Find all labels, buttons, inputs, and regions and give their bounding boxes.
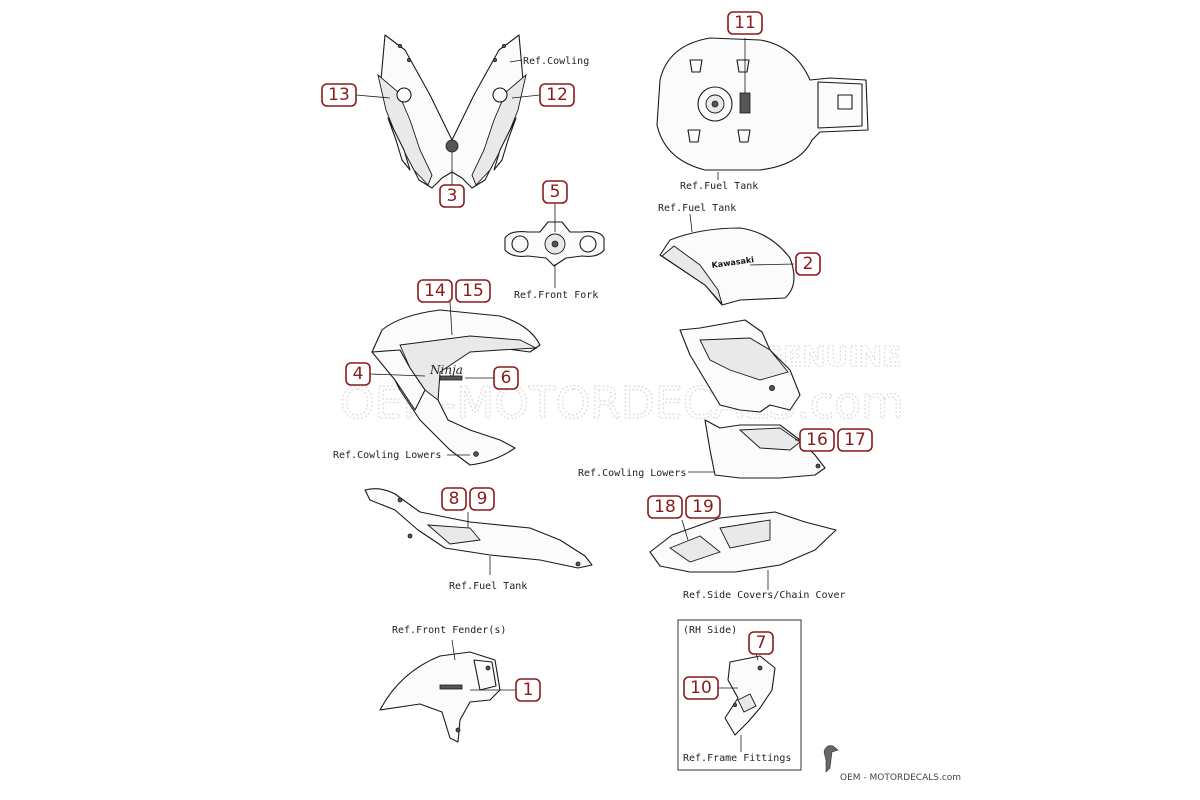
lower-tank-cover bbox=[364, 488, 593, 575]
ref-cowling-lowers-right: Ref.Cowling Lowers bbox=[578, 468, 686, 479]
callout-12[interactable]: 12 bbox=[539, 83, 575, 107]
callout-5[interactable]: 5 bbox=[542, 180, 568, 204]
ref-front-fork: Ref.Front Fork bbox=[514, 290, 598, 301]
callout-15[interactable]: 15 bbox=[455, 279, 491, 303]
callout-18[interactable]: 18 bbox=[647, 495, 683, 519]
ref-cowling-lowers-left: Ref.Cowling Lowers bbox=[333, 450, 441, 461]
svg-text:11: 11 bbox=[734, 13, 756, 33]
svg-text:7: 7 bbox=[756, 633, 767, 653]
svg-text:16: 16 bbox=[806, 430, 828, 450]
footer-brand-text: OEM - MOTORDECALS.com bbox=[840, 773, 961, 783]
svg-text:5: 5 bbox=[550, 182, 561, 202]
rh-side-box: (RH Side) Ref.Frame Fittings bbox=[677, 619, 802, 771]
callout-19[interactable]: 19 bbox=[685, 495, 721, 519]
svg-text:15: 15 bbox=[462, 281, 484, 301]
callout-10[interactable]: 10 bbox=[683, 676, 719, 700]
callout-8[interactable]: 8 bbox=[441, 487, 467, 511]
svg-text:17: 17 bbox=[844, 430, 866, 450]
ref-fuel-tank-side: Ref.Fuel Tank bbox=[658, 203, 736, 214]
callout-9[interactable]: 9 bbox=[469, 487, 495, 511]
svg-text:18: 18 bbox=[654, 497, 676, 517]
callout-16[interactable]: 16 bbox=[799, 428, 835, 452]
callout-17[interactable]: 17 bbox=[837, 428, 873, 452]
upper-cowling bbox=[355, 34, 541, 189]
ref-side-covers: Ref.Side Covers/Chain Cover bbox=[683, 590, 846, 601]
fuel-tank-top bbox=[656, 37, 869, 180]
svg-text:4: 4 bbox=[353, 364, 364, 384]
front-fender bbox=[379, 639, 516, 743]
svg-text:3: 3 bbox=[447, 186, 458, 206]
svg-text:1: 1 bbox=[523, 680, 534, 700]
svg-text:10: 10 bbox=[690, 678, 712, 698]
svg-text:13: 13 bbox=[328, 85, 350, 105]
right-side-fairing bbox=[679, 319, 826, 479]
callout-6[interactable]: 6 bbox=[493, 366, 519, 390]
fuel-tank-side: Kawasaki bbox=[659, 213, 795, 306]
ref-fuel-tank-lower: Ref.Fuel Tank bbox=[449, 581, 527, 592]
side-covers bbox=[649, 511, 837, 590]
ninja-script: Ninja bbox=[429, 363, 463, 377]
footer-brand: OEM - MOTORDECALS.com bbox=[823, 745, 961, 783]
callout-2[interactable]: 2 bbox=[795, 252, 821, 276]
callout-4[interactable]: 4 bbox=[345, 362, 371, 386]
svg-text:2: 2 bbox=[803, 254, 814, 274]
callout-3[interactable]: 3 bbox=[439, 184, 465, 208]
callout-13[interactable]: 13 bbox=[321, 83, 357, 107]
ref-cowling: Ref.Cowling bbox=[523, 56, 589, 67]
ref-frame-fittings: Ref.Frame Fittings bbox=[683, 753, 791, 764]
callout-11[interactable]: 11 bbox=[727, 11, 763, 35]
svg-text:19: 19 bbox=[692, 497, 714, 517]
svg-text:6: 6 bbox=[501, 368, 512, 388]
svg-text:12: 12 bbox=[546, 85, 568, 105]
top-bridge bbox=[504, 204, 605, 288]
rh-side-title: (RH Side) bbox=[683, 625, 737, 636]
callout-14[interactable]: 14 bbox=[417, 279, 453, 303]
svg-text:14: 14 bbox=[424, 281, 446, 301]
svg-text:9: 9 bbox=[477, 489, 488, 509]
ref-front-fender: Ref.Front Fender(s) bbox=[392, 625, 506, 636]
bird-logo-icon bbox=[823, 745, 839, 773]
ref-fuel-tank-top: Ref.Fuel Tank bbox=[680, 181, 758, 192]
left-side-fairing: Ninja bbox=[369, 301, 541, 466]
callout-7[interactable]: 7 bbox=[748, 631, 774, 655]
callout-1[interactable]: 1 bbox=[515, 678, 541, 702]
svg-text:8: 8 bbox=[449, 489, 460, 509]
